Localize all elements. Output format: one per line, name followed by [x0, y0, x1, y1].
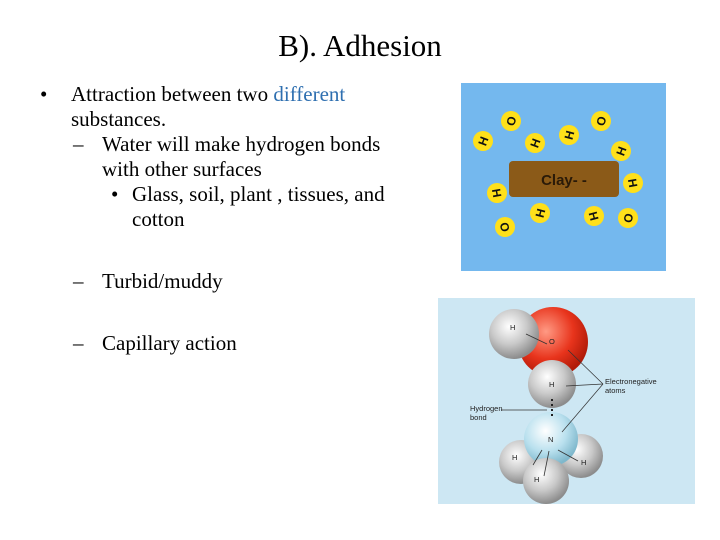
water-atom-circle	[591, 111, 611, 131]
water-atom-label: H	[562, 129, 578, 141]
water-atom-label: O	[497, 221, 513, 234]
water-atom-circle	[473, 131, 493, 151]
sub-sub-bullet-materials: • Glass, soil, plant , tissues, and cott…	[40, 182, 440, 232]
water-atom-circle	[584, 206, 604, 226]
label-h-middle: H	[549, 380, 554, 389]
label-n: N	[548, 435, 553, 444]
hydrogen-bond-figure: H O H Electronegative atoms Hydrogen bon…	[438, 298, 695, 504]
nitrogen-atom	[524, 412, 578, 466]
water-atom-circle	[501, 111, 521, 131]
slide-title: B). Adhesion	[278, 28, 442, 63]
label-hydrogen-bond-2: bond	[470, 413, 487, 422]
label-o: O	[549, 337, 555, 346]
accent-word: different	[273, 82, 346, 106]
bullet-list: • Attraction between two different subst…	[40, 82, 440, 356]
bullet-marker: •	[40, 82, 48, 106]
water-atom-label: H	[586, 210, 602, 222]
sub-bullet-text: Turbid/muddy	[102, 269, 223, 293]
water-atom-circle	[495, 217, 515, 237]
label-electronegative-1: Electronegative	[605, 377, 657, 386]
label-h-right: H	[581, 458, 586, 467]
label-h-left: H	[512, 453, 517, 462]
sub-bullet-text: Water will make hydrogen bonds	[102, 132, 381, 156]
bullet-marker: •	[111, 182, 119, 206]
dash-marker: –	[73, 269, 84, 293]
hydrogen-atom-middle	[528, 360, 576, 408]
label-h-top: H	[510, 323, 515, 332]
water-atom-circle	[618, 208, 638, 228]
sub-bullet-text: Capillary action	[102, 331, 237, 355]
hydrogen-atom-top	[489, 309, 539, 359]
sub-bullet-capillary: – Capillary action	[40, 331, 440, 356]
sub-sub-bullet-text-cont: cotton	[132, 207, 185, 231]
water-atom-circle	[611, 141, 631, 161]
water-atom-circle	[530, 203, 550, 223]
sub-bullet-turbid: – Turbid/muddy	[40, 269, 440, 294]
water-atom-label: O	[621, 212, 636, 224]
sub-bullet-text-cont: with other surfaces	[102, 157, 262, 181]
hydrogen-atom-bottom	[523, 458, 569, 504]
label-hydrogen-bond-1: Hydrogen	[470, 404, 503, 413]
water-atom-label: H	[489, 188, 504, 199]
bullet-text: Attraction between two	[71, 82, 274, 106]
label-electronegative-2: atoms	[605, 386, 626, 395]
dash-marker: –	[73, 132, 84, 156]
water-atom-circle	[623, 173, 643, 193]
bullet-text-cont: substances.	[71, 107, 167, 131]
water-atom-label: O	[504, 115, 520, 128]
label-h-bottom: H	[534, 475, 539, 484]
water-atom-circle	[559, 125, 579, 145]
water-atom-label: H	[533, 207, 549, 219]
water-atom-circle	[525, 133, 545, 153]
bullet-attraction: • Attraction between two different subst…	[40, 82, 440, 132]
clay-label: Clay- -	[541, 172, 587, 189]
water-atom-label: H	[625, 178, 640, 189]
dash-marker: –	[73, 331, 84, 355]
sub-bullet-hydrogen-bonds: – Water will make hydrogen bonds with ot…	[40, 132, 440, 182]
sub-sub-bullet-text: Glass, soil, plant , tissues, and	[132, 182, 385, 206]
water-atom-label: O	[594, 115, 610, 128]
water-atom-circle	[487, 183, 507, 203]
clay-block	[509, 161, 619, 197]
